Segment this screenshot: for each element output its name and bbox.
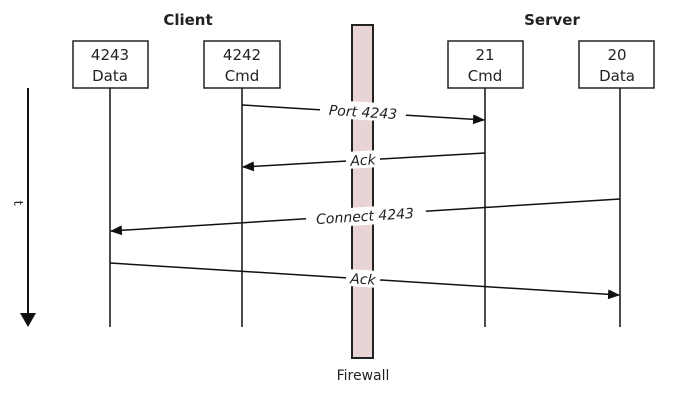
endpoint-role: Data — [599, 67, 635, 85]
endpoint-box-server-cmd: 21 Cmd — [447, 40, 524, 89]
endpoint-port: 4242 — [223, 46, 261, 64]
endpoint-role: Cmd — [225, 67, 260, 85]
endpoint-port: 21 — [475, 46, 494, 64]
message-label: Connect 4243 — [316, 206, 415, 228]
server-group-title: Server — [524, 11, 580, 29]
message-ack-cmd: Ack — [242, 150, 486, 172]
endpoint-box-server-data: 20 Data — [578, 40, 655, 89]
firewall-label: Firewall — [337, 368, 390, 384]
client-group-title: Client — [163, 11, 212, 29]
firewall-bar — [351, 24, 374, 359]
message-ack-data: Ack — [109, 262, 620, 300]
message-port-4243: Port 4243 — [241, 99, 485, 125]
message-connect-4243: Connect 4243 — [110, 198, 621, 236]
endpoint-role: Data — [92, 67, 128, 85]
endpoint-port: 4243 — [91, 46, 129, 64]
endpoint-box-client-cmd: 4242 Cmd — [203, 40, 281, 89]
time-axis-label: t — [10, 200, 25, 206]
message-label: Ack — [349, 152, 377, 170]
endpoint-box-client-data: 4243 Data — [72, 40, 149, 89]
endpoint-port: 20 — [607, 46, 626, 64]
message-label: Port 4243 — [328, 103, 397, 123]
time-axis-arrowhead — [20, 313, 36, 327]
message-label: Ack — [349, 271, 377, 289]
endpoint-role: Cmd — [468, 67, 503, 85]
